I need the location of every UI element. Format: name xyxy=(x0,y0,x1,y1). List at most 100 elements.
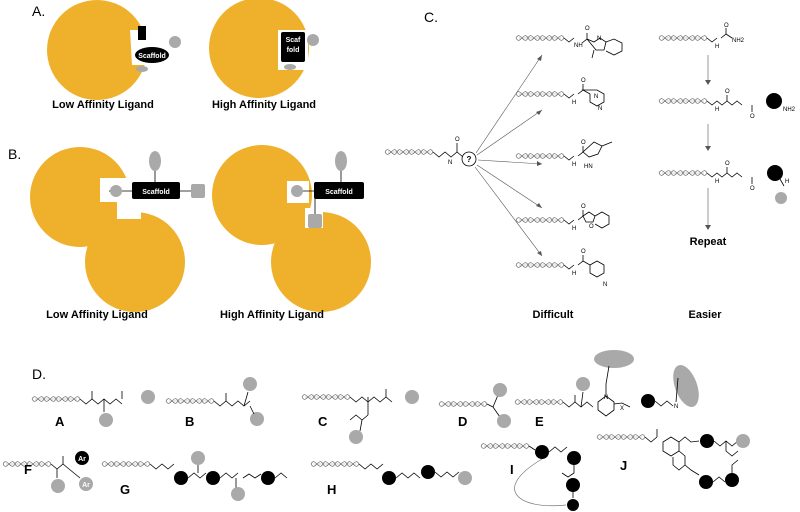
atom-n: N xyxy=(597,36,601,42)
macrocycle-linker xyxy=(514,458,567,507)
compound-i: I xyxy=(480,443,581,511)
atom-o: O xyxy=(589,224,594,230)
substituent-circle xyxy=(99,413,113,427)
product-pyrrolidine: H O HN xyxy=(515,140,613,170)
atom-n: N xyxy=(674,404,678,410)
dna-strand-icon xyxy=(384,149,434,155)
scaffold-block xyxy=(314,182,364,199)
scaffold-label: Scaffold xyxy=(142,189,170,196)
atom-h: H xyxy=(785,179,789,185)
dna-strand-icon xyxy=(515,35,565,41)
scaffold-block xyxy=(135,47,169,63)
atom-h: H xyxy=(572,226,576,232)
aryl-label: Ar xyxy=(78,456,86,463)
scaffold-label-line1: Scaf xyxy=(286,37,301,44)
atom-o: O xyxy=(581,78,586,84)
monomer-circle xyxy=(725,473,739,487)
caption-difficult: Difficult xyxy=(533,309,574,321)
substituent-circle xyxy=(110,185,122,197)
substituent-circle xyxy=(458,471,472,485)
scaffold-block xyxy=(132,182,180,199)
substituent-circle xyxy=(191,451,205,465)
panel-d-label: D. xyxy=(32,366,46,382)
compound-label-a: A xyxy=(55,414,65,429)
compound-j: J xyxy=(596,429,750,489)
product-benzofuran: H O O xyxy=(515,204,610,232)
substituent-circle xyxy=(243,377,257,391)
compound-label-j: J xyxy=(620,458,627,473)
scaffold-block xyxy=(281,32,305,62)
atom-nh2: NH2 xyxy=(732,38,745,44)
atom-hn: HN xyxy=(584,164,593,170)
scaffold-label-line2: fold xyxy=(287,47,300,54)
monomer-circle xyxy=(766,93,782,109)
substituent-circle xyxy=(349,430,363,444)
dna-strand-icon xyxy=(596,434,646,440)
product-pyrimidine: H O N N xyxy=(515,78,605,112)
compound-h: H xyxy=(310,461,472,497)
compound-f: Ar Ar F xyxy=(2,451,93,493)
compound-label-e: E xyxy=(535,414,544,429)
scaffold-stem xyxy=(138,26,146,40)
question-mark: ? xyxy=(467,155,472,164)
dna-strand-icon xyxy=(658,98,708,104)
compound-d: D xyxy=(438,383,511,429)
dna-strand-icon xyxy=(514,399,564,405)
substituent-ellipse xyxy=(673,364,699,408)
atom-o: O xyxy=(581,204,586,210)
aryl-label: Ar xyxy=(82,482,90,489)
atom-h: H xyxy=(715,107,719,113)
caption-low-affinity-a: Low Affinity Ligand xyxy=(52,99,154,111)
compound-a: A xyxy=(31,390,155,429)
substituent-ellipse xyxy=(136,66,148,72)
dna-strand-icon xyxy=(31,396,81,402)
dna-strand-icon xyxy=(438,401,488,407)
protein-sphere-lower xyxy=(271,212,371,312)
scaffold-label: Scaffold xyxy=(325,189,353,196)
atom-x: X xyxy=(620,406,624,412)
atom-o: O xyxy=(455,137,460,143)
atom-h: H xyxy=(572,271,576,277)
substituent-circle xyxy=(141,390,155,404)
atom-n: N xyxy=(594,94,598,100)
substituent-circle xyxy=(576,377,590,391)
atom-n: N xyxy=(604,395,608,401)
atom-o: O xyxy=(724,23,729,29)
compound-c: C xyxy=(301,389,419,444)
monomer-circle xyxy=(174,471,188,485)
compound-label-d: D xyxy=(458,414,467,429)
compound-b: B xyxy=(165,377,264,429)
atom-n: N xyxy=(448,160,452,166)
monomer-circle xyxy=(75,451,89,465)
substituent-circle xyxy=(169,36,181,48)
substituent-circle xyxy=(736,434,750,448)
atom-h: H xyxy=(572,100,576,106)
caption-low-affinity-b: Low Affinity Ligand xyxy=(46,309,148,321)
monomer-circle xyxy=(206,471,220,485)
substituent-square xyxy=(191,184,205,198)
atom-o: O xyxy=(725,161,730,167)
caption-easier: Easier xyxy=(688,309,722,321)
dna-strand-icon xyxy=(301,394,351,400)
atom-n: N xyxy=(598,106,602,112)
substituent-circle xyxy=(51,479,65,493)
panel-a-low-affinity-model: Scaffold Low Affinity Ligand xyxy=(47,0,181,111)
substituent-circle xyxy=(493,383,507,397)
atom-h: H xyxy=(715,44,719,50)
panel-b: B. Scaffold Low Affinity Ligand xyxy=(8,145,371,321)
dna-strand-icon xyxy=(310,461,360,467)
monomer-circle xyxy=(700,434,714,448)
panel-c-label: C. xyxy=(424,9,438,25)
atom-h: H xyxy=(572,162,576,168)
monomer-circle xyxy=(79,477,93,491)
monomer-circle xyxy=(641,394,655,408)
monomer-circle xyxy=(382,471,396,485)
monomer-circle xyxy=(567,451,581,465)
monomer-circle xyxy=(767,165,783,181)
substituent-circle xyxy=(497,414,511,428)
product-pyridine: H O N xyxy=(515,249,607,288)
dna-strand-icon xyxy=(515,217,565,223)
dna-strand-icon xyxy=(480,443,530,449)
monomer-circle xyxy=(567,499,579,511)
protein-sphere xyxy=(47,0,147,100)
